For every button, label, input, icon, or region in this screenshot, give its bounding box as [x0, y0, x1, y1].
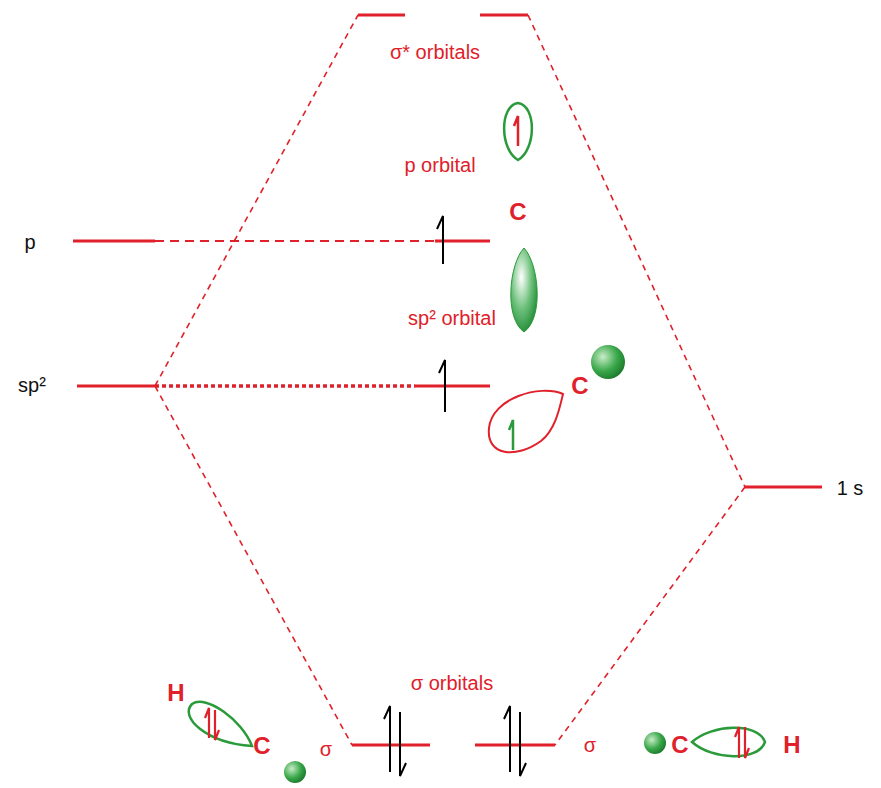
sigma-bond-lobe	[189, 702, 252, 746]
orbital-label: sp² orbital	[408, 307, 496, 329]
atom-label: C	[671, 732, 688, 758]
electron-up	[735, 727, 739, 758]
small-back-lobe	[644, 732, 666, 754]
energy-level	[475, 744, 555, 747]
electron-up	[437, 216, 443, 264]
energy-level	[73, 240, 155, 243]
energy-level	[480, 14, 528, 17]
electron-up	[504, 706, 510, 772]
electron-up	[509, 420, 513, 450]
p-orbital-lobe	[504, 103, 532, 160]
atom-label: C	[253, 733, 270, 759]
atom-label: C	[571, 373, 588, 399]
small-back-lobe	[284, 761, 306, 783]
electron-down	[520, 712, 526, 776]
correlation-line	[155, 15, 358, 386]
sigma-bond-lobe	[692, 728, 765, 757]
energy-level-dashed	[155, 240, 435, 242]
level-label: σ orbitals	[411, 672, 493, 694]
electron-up	[384, 706, 390, 772]
sp2-small-lobe	[591, 345, 625, 379]
correlation-line	[155, 386, 352, 745]
level-label: p	[24, 231, 35, 253]
sp2-orbital-lobe	[489, 391, 563, 452]
level-label: sp²	[18, 374, 46, 396]
energy-level	[77, 385, 155, 388]
correlation-line	[555, 487, 745, 745]
energy-level	[73, 15, 822, 745]
electron-up	[439, 360, 445, 412]
electron-down	[400, 712, 406, 776]
electron-arrows	[384, 216, 526, 776]
atom-label: C	[509, 199, 526, 225]
energy-level-dotted	[155, 384, 415, 388]
atom-label: H	[783, 732, 800, 758]
level-label: 1 s	[837, 477, 864, 499]
orbital-label: σ	[320, 738, 332, 760]
p-orbital-lobe	[511, 248, 537, 332]
energy-level	[415, 385, 490, 388]
atom-label: H	[167, 680, 184, 706]
electron-up	[205, 708, 209, 738]
correlation-lines	[155, 15, 745, 745]
energy-level	[745, 486, 822, 489]
correlation-line	[528, 15, 745, 487]
level-label: σ* orbitals	[390, 41, 480, 63]
energy-level	[358, 14, 405, 17]
orbital-label: σ	[584, 734, 596, 756]
electron-up	[514, 116, 518, 146]
electron-down	[215, 710, 219, 740]
electron-down	[745, 727, 749, 758]
orbital-label: p orbital	[404, 154, 475, 176]
